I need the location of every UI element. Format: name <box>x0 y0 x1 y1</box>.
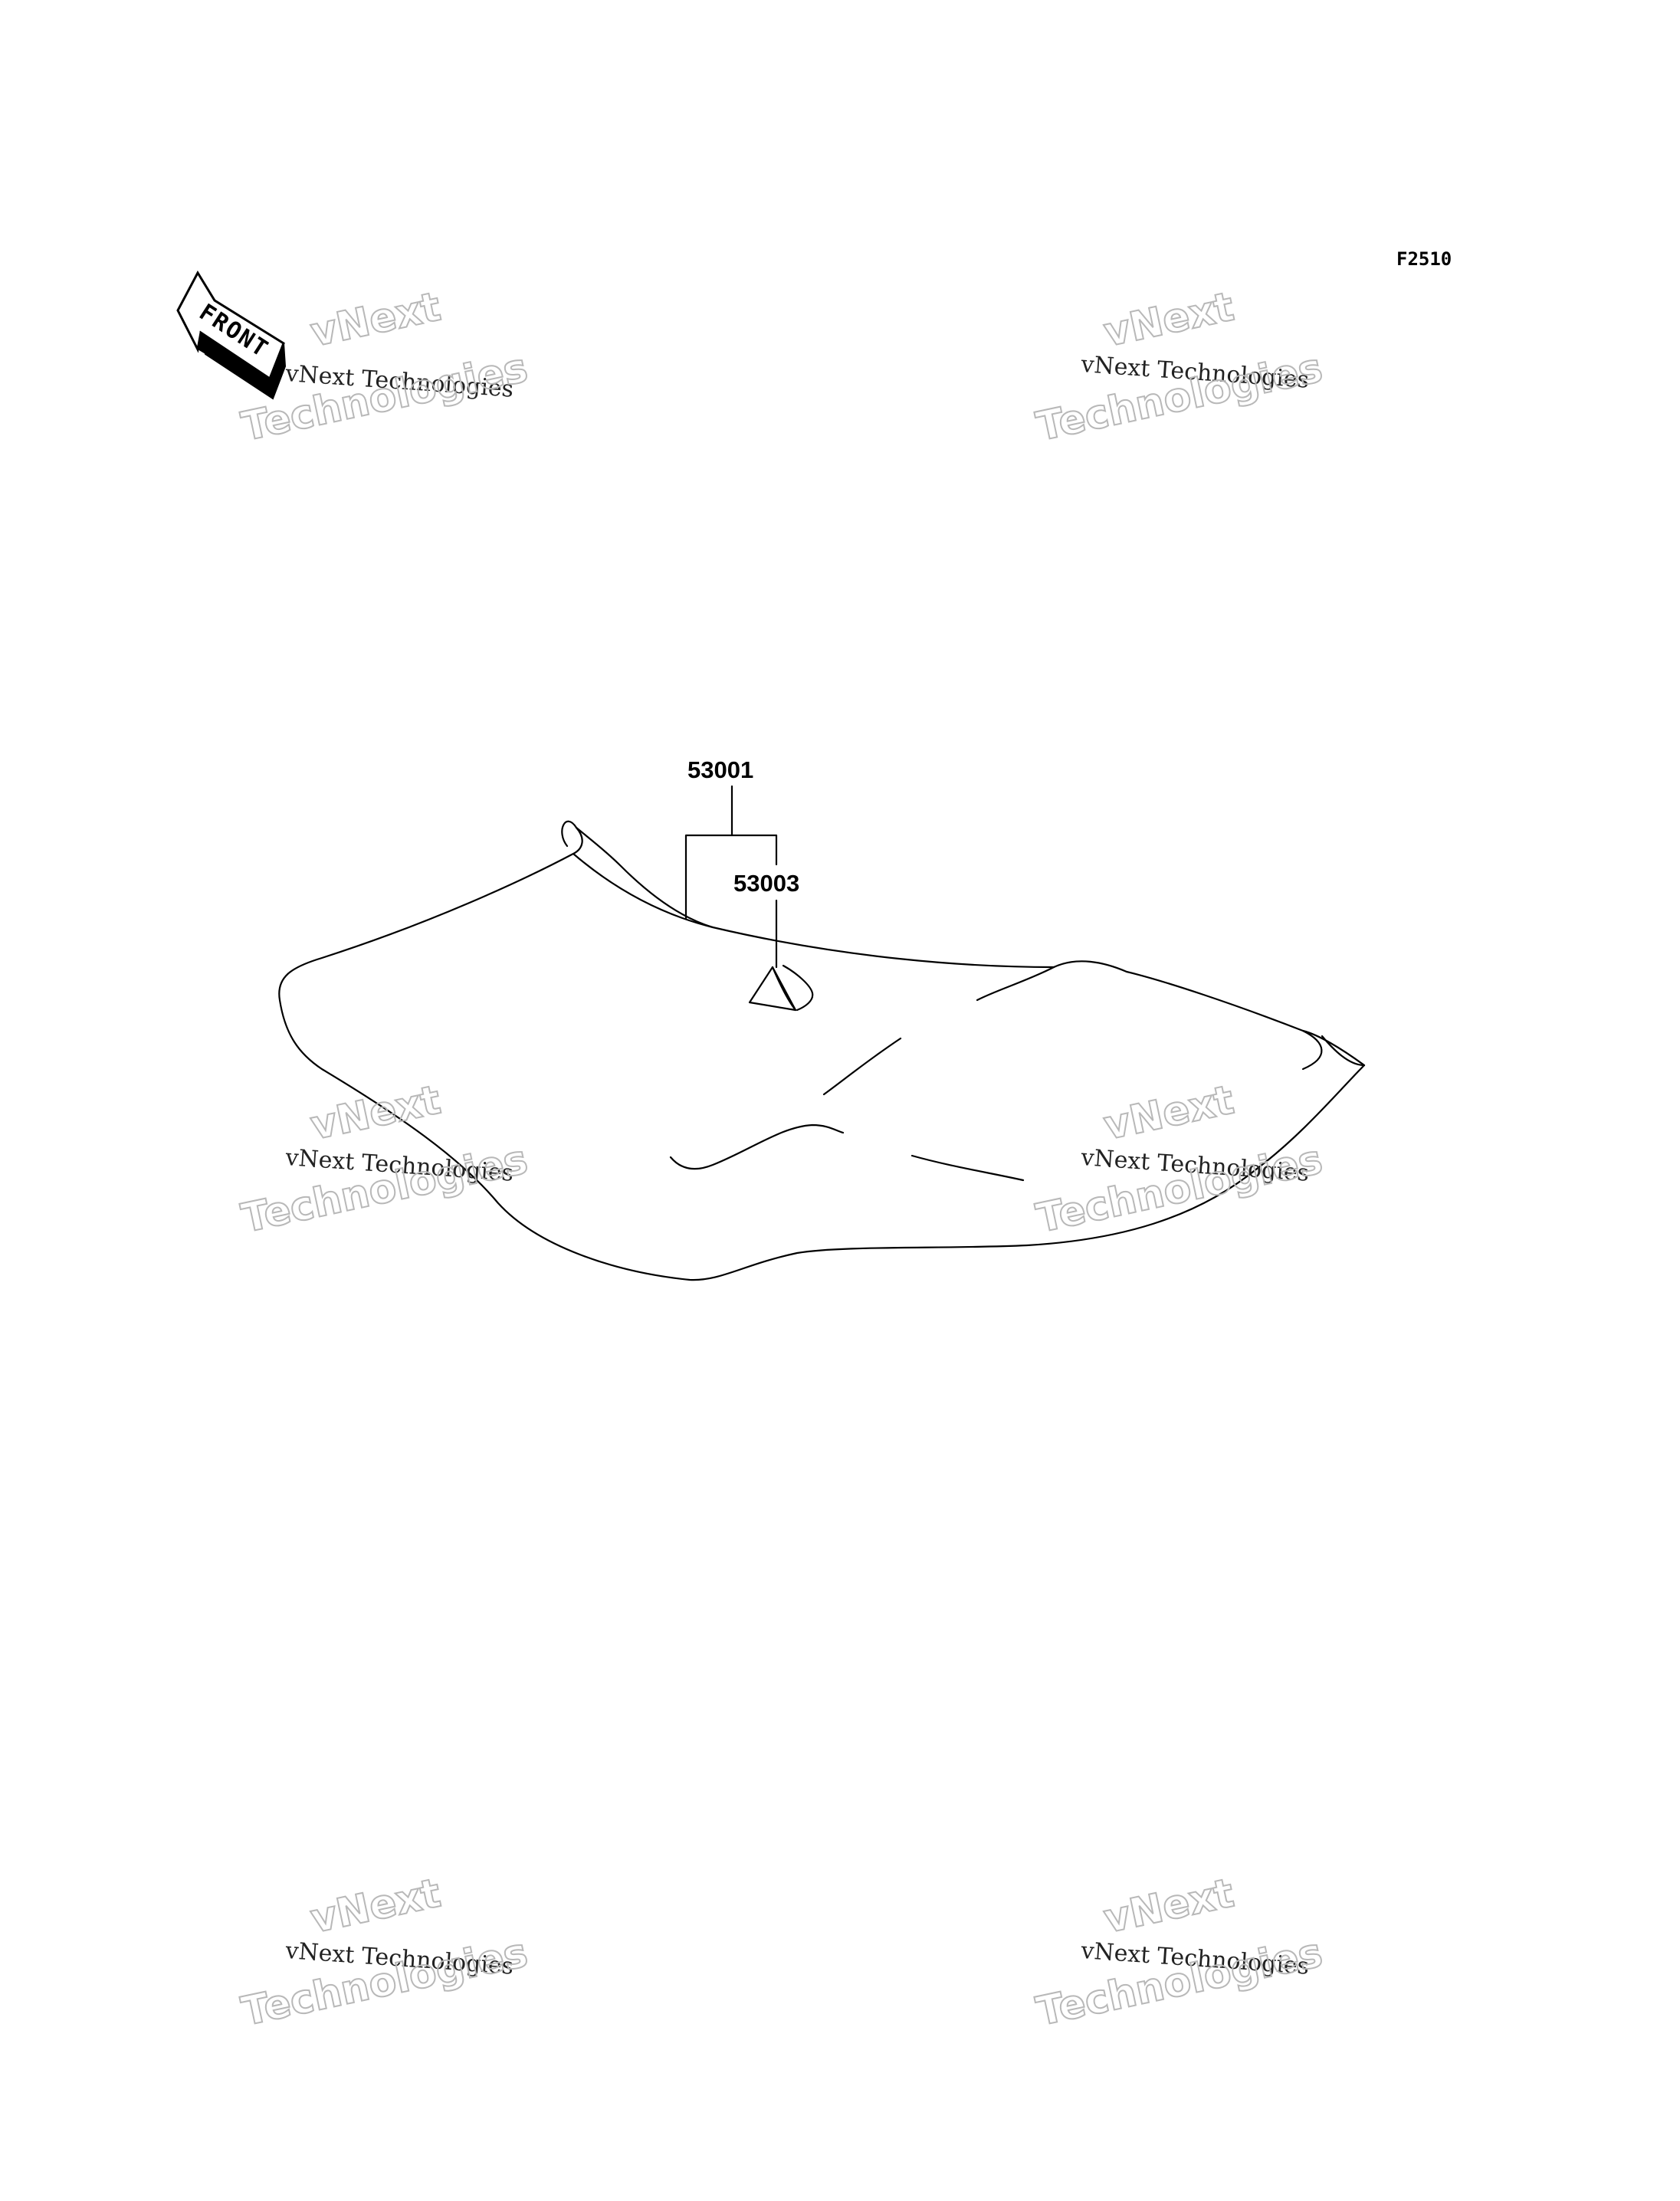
watermark-3: vNext Technologies vNext Technologies <box>237 1076 532 1242</box>
svg-text:vNext: vNext <box>307 1870 445 1942</box>
seat-drawing <box>278 820 1366 1281</box>
callout-53003: 53003 <box>733 870 799 897</box>
watermark-6: vNext Technologies vNext Technologies <box>1032 1869 1327 2035</box>
svg-text:vNext: vNext <box>1100 1077 1238 1149</box>
watermark-4: vNext Technologies vNext Technologies <box>1032 1076 1327 1242</box>
callout-53001-leader <box>684 785 778 920</box>
svg-text:vNext: vNext <box>307 1077 445 1149</box>
callout-53001: 53001 <box>687 756 753 783</box>
svg-text:vNext: vNext <box>1100 1870 1238 1942</box>
watermark-2: vNext Technologies vNext Technologies <box>1032 283 1327 451</box>
figure-id: F2510 <box>1396 248 1452 270</box>
svg-text:vNext: vNext <box>307 284 445 356</box>
watermark-5: vNext Technologies vNext Technologies <box>237 1869 532 2035</box>
svg-text:vNext: vNext <box>1100 284 1238 356</box>
front-arrow-icon: FRONT <box>176 270 287 400</box>
